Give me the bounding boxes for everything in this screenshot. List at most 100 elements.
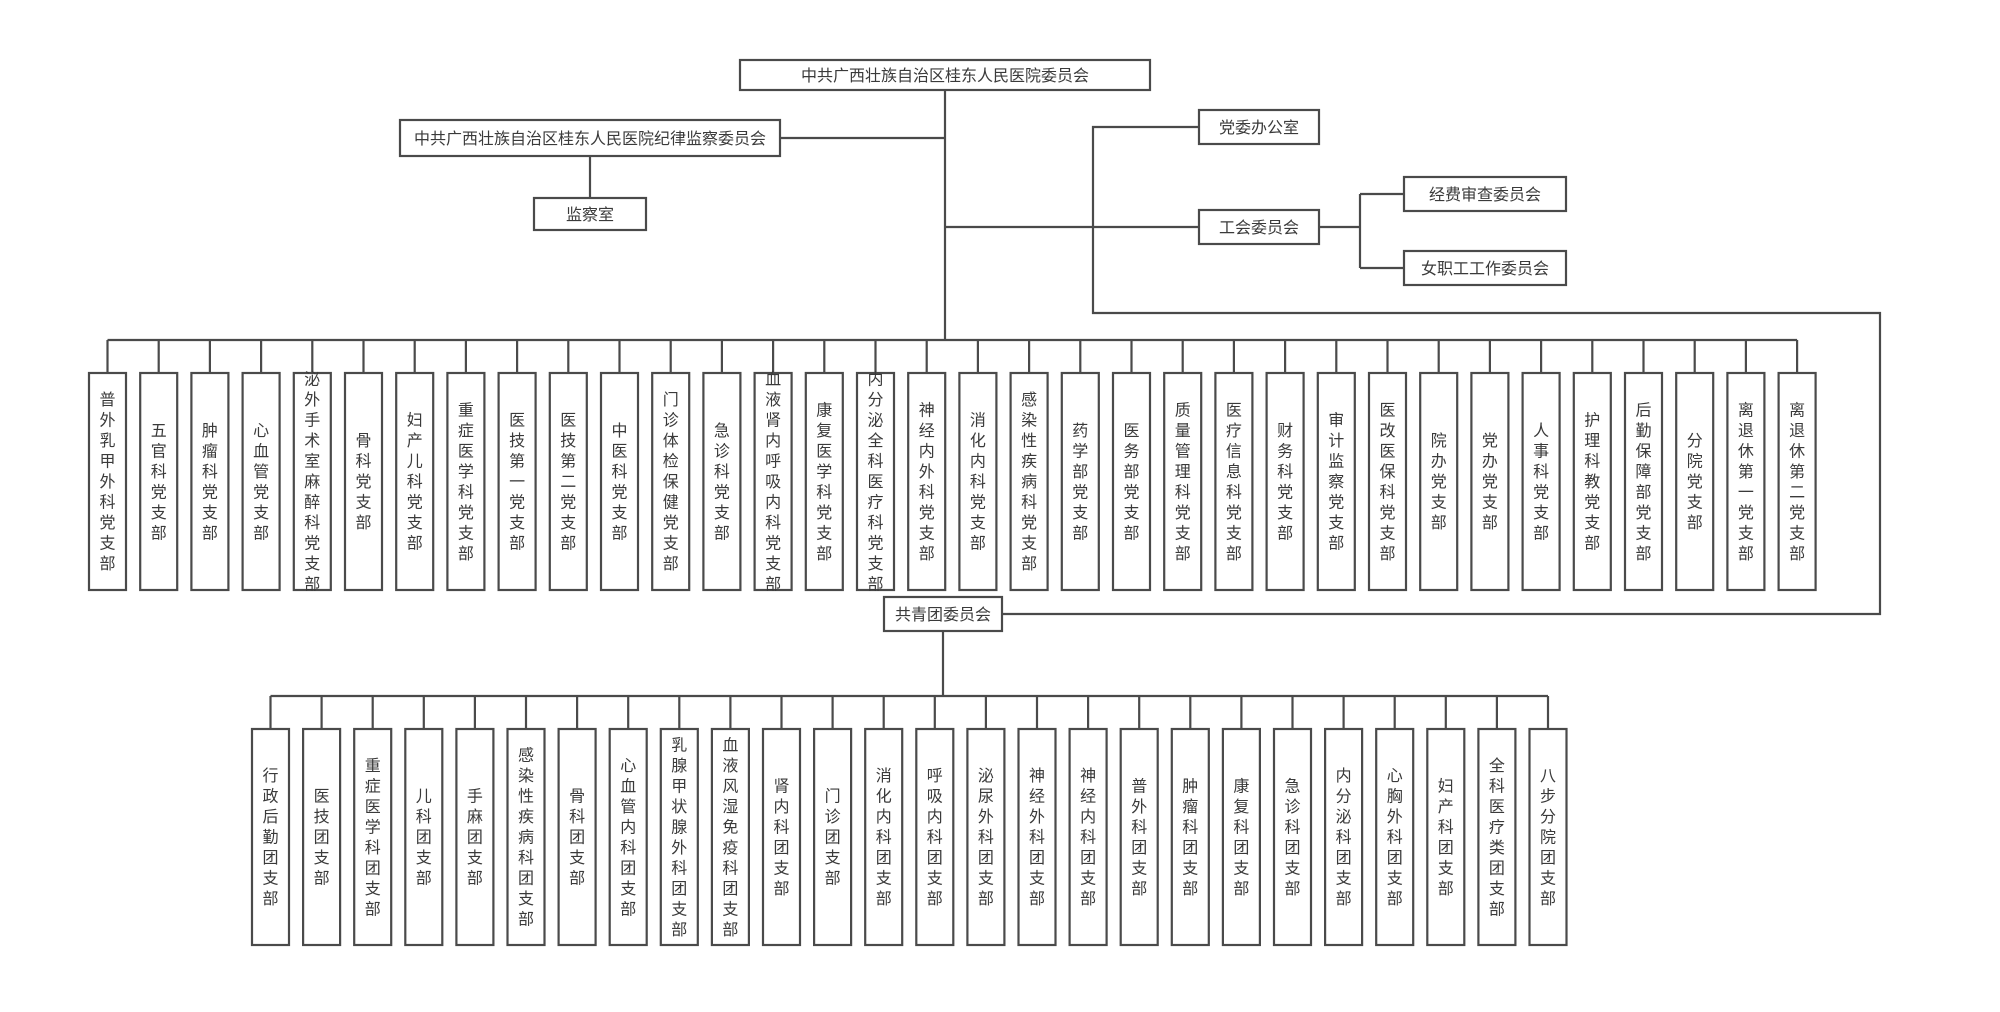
league-branch-node[interactable]: 内分泌科团支部 — [1323, 727, 1364, 947]
party-branch-label: 医技第一党支部 — [509, 411, 525, 553]
party-branch-node[interactable]: 普外乳甲外科党支部 — [87, 371, 128, 592]
party-branch-node[interactable]: 后勤保障部党支部 — [1623, 371, 1664, 592]
party-branch-node[interactable]: 审计监察党支部 — [1316, 371, 1356, 592]
party-branch-node[interactable]: 妇产儿科党支部 — [395, 371, 435, 592]
league-branch-node[interactable]: 神经外科团支部 — [1017, 727, 1057, 947]
league-branch-node[interactable]: 神经内科团支部 — [1068, 727, 1108, 947]
party-branch-node[interactable]: 内分泌全科医疗科党支部 — [855, 370, 896, 594]
party-branch-label: 妇产儿科党支部 — [407, 411, 423, 553]
league-branch-node[interactable]: 康复科团支部 — [1221, 727, 1262, 947]
party-branch-node[interactable]: 血液肾内呼吸内科党支部 — [753, 370, 793, 594]
league-branch-node[interactable]: 门诊团支部 — [812, 727, 853, 947]
league-branch-node[interactable]: 血液风湿免疫科团支部 — [710, 727, 751, 947]
party-branch-node[interactable]: 医疗信息科党支部 — [1214, 371, 1254, 592]
league-branch-node[interactable]: 肿瘤科团支部 — [1170, 727, 1210, 947]
party-branch-box — [651, 371, 691, 592]
league-branch-node[interactable]: 医技团支部 — [302, 727, 342, 947]
party-branch-node[interactable]: 医务部党支部 — [1111, 371, 1152, 592]
league-branch-node[interactable]: 消化内科团支部 — [864, 727, 904, 947]
party-branch-node[interactable]: 药学部党支部 — [1060, 371, 1100, 592]
party-branch-label: 内分泌全科医疗科党支部 — [867, 370, 883, 594]
league-branch-box — [915, 727, 955, 947]
party-branch-node[interactable]: 感染性疾病科党支部 — [1009, 371, 1049, 592]
node-women-staff-label: 女职工工作委员会 — [1421, 259, 1549, 278]
party-branch-node[interactable]: 离退休第二党支部 — [1777, 371, 1817, 592]
league-branch-node[interactable]: 八步分院团支部 — [1528, 727, 1568, 947]
party-branch-node[interactable]: 党办党支部 — [1470, 371, 1510, 592]
league-branch-label: 儿科团支部 — [416, 787, 432, 888]
node-supervision-office[interactable]: 监察室 — [532, 196, 648, 232]
party-branch-box — [190, 371, 230, 592]
party-branch-label: 泌外手术室麻醉科党支部 — [304, 370, 320, 594]
party-branch-node[interactable]: 康复医学科党支部 — [804, 371, 844, 592]
party-branch-node[interactable]: 门诊体检保健党支部 — [651, 371, 691, 592]
league-branch-box — [864, 727, 904, 947]
league-branch-node[interactable]: 行政后勤团支部 — [250, 727, 291, 947]
league-branch-node[interactable]: 感染性疾病科团支部 — [506, 727, 546, 947]
league-branch-box — [966, 727, 1006, 947]
party-branch-node[interactable]: 肿瘤科党支部 — [190, 371, 230, 592]
party-branch-node[interactable]: 五官科党支部 — [139, 371, 179, 592]
league-branch-box — [1426, 727, 1466, 947]
party-branch-label: 审计监察党支部 — [1328, 411, 1344, 553]
league-branch-node[interactable]: 乳腺甲状腺外科团支部 — [659, 727, 699, 947]
league-branch-label: 消化内科团支部 — [876, 766, 892, 908]
league-branch-node[interactable]: 急诊科团支部 — [1272, 727, 1313, 947]
league-branch-box — [250, 727, 291, 947]
party-branch-node[interactable]: 中医科党支部 — [599, 371, 640, 592]
party-branch-box — [292, 371, 332, 592]
party-branch-node[interactable]: 心血管党支部 — [241, 371, 281, 592]
party-branch-node[interactable]: 医技第二党支部 — [548, 371, 588, 592]
party-branch-node[interactable]: 重症医学科党支部 — [446, 371, 486, 592]
party-branch-label: 心血管党支部 — [253, 421, 269, 543]
node-union[interactable]: 工会委员会 — [1197, 208, 1321, 246]
party-branch-label: 门诊体检保健党支部 — [663, 390, 679, 573]
node-party-office[interactable]: 党委办公室 — [1197, 108, 1321, 146]
league-branch-node[interactable]: 肾内科团支部 — [761, 727, 802, 947]
league-branch-node[interactable]: 骨科团支部 — [557, 727, 597, 947]
party-branch-node[interactable]: 院办党支部 — [1419, 371, 1459, 592]
node-funds-review-label: 经费审查委员会 — [1429, 185, 1541, 204]
league-branch-node[interactable]: 全科医疗类团支部 — [1477, 727, 1517, 947]
party-branch-node[interactable]: 急诊科党支部 — [702, 371, 742, 592]
league-branch-node[interactable]: 儿科团支部 — [404, 727, 444, 947]
league-branch-node[interactable]: 妇产科团支部 — [1426, 727, 1466, 947]
league-branch-box — [608, 727, 648, 947]
party-branch-node[interactable]: 泌外手术室麻醉科党支部 — [292, 370, 332, 594]
party-branch-node[interactable]: 医改医保科党支部 — [1367, 371, 1408, 592]
league-branch-box — [1272, 727, 1313, 947]
league-branch-node[interactable]: 普外科团支部 — [1119, 727, 1159, 947]
node-root[interactable]: 中共广西壮族自治区桂东人民医院委员会 — [738, 58, 1152, 92]
party-branch-node[interactable]: 骨科党支部 — [343, 371, 384, 592]
party-branch-node[interactable]: 人事科党支部 — [1521, 371, 1561, 592]
league-branch-label: 神经内科团支部 — [1080, 766, 1096, 908]
league-branch-node[interactable]: 手麻团支部 — [455, 727, 495, 947]
node-funds-review-committee[interactable]: 经费审查委员会 — [1402, 175, 1568, 213]
party-branch-node[interactable]: 护理科教党支部 — [1572, 371, 1612, 592]
party-branch-node[interactable]: 质量管理科党支部 — [1163, 371, 1203, 592]
league-branch-node[interactable]: 呼吸内科团支部 — [915, 727, 955, 947]
node-discipline-committee[interactable]: 中共广西壮族自治区桂东人民医院纪律监察委员会 — [398, 118, 782, 158]
league-branch-node[interactable]: 心血管内科团支部 — [608, 727, 648, 947]
party-branch-node[interactable]: 神经内外科党支部 — [907, 371, 947, 592]
party-branch-box — [753, 371, 793, 592]
party-branch-node[interactable]: 消化内科党支部 — [958, 371, 998, 592]
party-branch-node[interactable]: 分院党支部 — [1675, 371, 1715, 592]
league-branch-node[interactable]: 重症医学科团支部 — [353, 727, 393, 947]
party-branch-box — [702, 371, 742, 592]
party-branch-label: 质量管理科党支部 — [1175, 400, 1191, 563]
party-branch-box — [1675, 371, 1715, 592]
node-women-staff-committee[interactable]: 女职工工作委员会 — [1402, 249, 1568, 287]
party-branch-node[interactable]: 医技第一党支部 — [497, 371, 537, 592]
party-branch-node[interactable]: 离退休第一党支部 — [1726, 371, 1766, 592]
party-branch-box — [804, 371, 844, 592]
party-branch-box — [1521, 371, 1561, 592]
node-youth-league[interactable]: 共青团委员会 — [882, 595, 1004, 633]
league-branch-node[interactable]: 心胸外科团支部 — [1375, 727, 1415, 947]
league-branch-node[interactable]: 泌尿外科团支部 — [966, 727, 1006, 947]
party-branch-node[interactable]: 财务科党支部 — [1265, 371, 1305, 592]
party-branch-label: 普外乳甲外科党支部 — [99, 390, 115, 573]
league-branch-box — [1477, 727, 1517, 947]
party-branch-box — [1572, 371, 1612, 592]
